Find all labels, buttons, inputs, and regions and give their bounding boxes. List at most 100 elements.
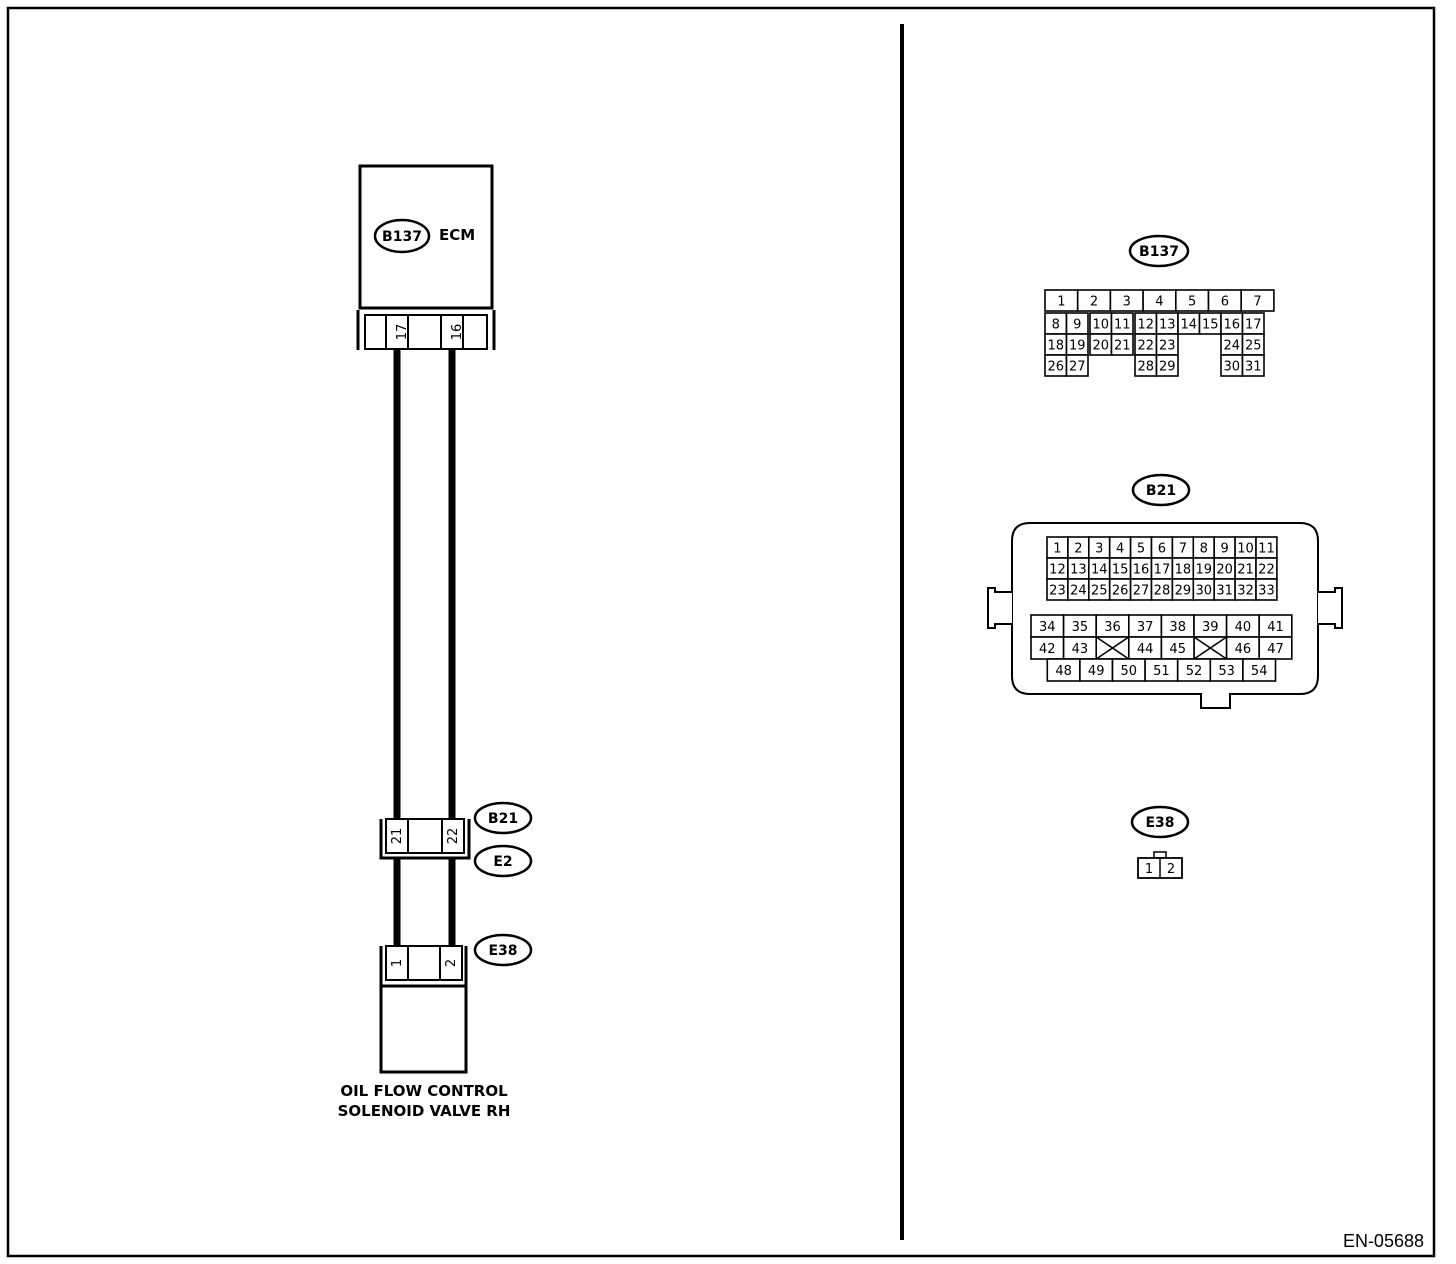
b137-code: B137 (1139, 244, 1179, 260)
b21-pin: 42 (1039, 642, 1056, 657)
b21-pin: 43 (1072, 642, 1089, 657)
b21-pin: 18 (1175, 563, 1192, 578)
b21-pin: 17 (1154, 563, 1171, 578)
b21-pin: 21 (1237, 563, 1254, 578)
pin-cell (1110, 333, 1134, 356)
b21-pin: 7 (1179, 542, 1187, 557)
b21-pin: 2 (1074, 542, 1082, 557)
b137-pin: 14 (1180, 318, 1197, 333)
b21-pin: 39 (1202, 620, 1219, 635)
b21-pin: 53 (1218, 664, 1235, 679)
solenoid-valve: 1 2 E38 OIL FLOW CONTROL SOLENOID VALVE … (338, 933, 533, 1120)
b21-pin: 38 (1169, 620, 1186, 635)
b137-pin: 15 (1202, 318, 1219, 333)
pin-cell (1240, 289, 1275, 312)
pin-cell (1241, 354, 1265, 377)
b21-pin: 26 (1112, 584, 1129, 599)
b137-pin: 19 (1069, 339, 1086, 354)
e38-connector-face: E38 1 2 (1130, 805, 1190, 879)
b21-pin: 19 (1195, 563, 1212, 578)
b21-pin: 34 (1039, 620, 1056, 635)
b21-pin: 9 (1221, 542, 1229, 557)
b137-pin: 18 (1047, 339, 1064, 354)
joint-pin-22: 22 (446, 828, 461, 845)
b21-pin: 24 (1070, 584, 1087, 599)
b21-pin: 47 (1267, 642, 1284, 657)
b21-pin: 31 (1216, 584, 1233, 599)
b21-pin: 25 (1091, 584, 1108, 599)
b21-pin: 28 (1154, 584, 1171, 599)
joint-code-bottom: E2 (493, 854, 512, 870)
b21-pin: 16 (1133, 563, 1150, 578)
b21-pin: 44 (1137, 642, 1154, 657)
b137-pin: 17 (1245, 318, 1262, 333)
joint-code-top: B21 (488, 811, 518, 827)
b21-pin: 37 (1137, 620, 1154, 635)
b21-pin: 46 (1235, 642, 1252, 657)
b137-pin: 31 (1245, 360, 1262, 375)
b21-pin: 27 (1133, 584, 1150, 599)
b21-pin: 5 (1137, 542, 1145, 557)
figure-id: EN-05688 (1343, 1231, 1424, 1251)
b137-pin: 3 (1123, 295, 1131, 310)
b137-pin: 2 (1090, 295, 1098, 310)
ecm-pin-16: 16 (450, 324, 465, 341)
b21-pin: 12 (1049, 563, 1066, 578)
b137-pin: 25 (1245, 339, 1262, 354)
ecm-block: B137 ECM 17 16 (356, 164, 496, 350)
b137-pin: 22 (1137, 339, 1154, 354)
ecm-connector-tag (373, 218, 431, 254)
b137-pin: 11 (1114, 318, 1131, 333)
valve-pin-1: 1 (390, 959, 405, 967)
pin-cell (1255, 578, 1278, 601)
pin-cell (1065, 354, 1089, 377)
b21-pin: 3 (1095, 542, 1103, 557)
joint-connector: 21 22 B21 E2 (379, 801, 533, 878)
b21-pin: 15 (1112, 563, 1129, 578)
b21-pin: 45 (1169, 642, 1186, 657)
b21-pin: 1 (1053, 542, 1061, 557)
b21-pin: 52 (1186, 664, 1203, 679)
b21-pin: 20 (1216, 563, 1233, 578)
b21-pin: 6 (1158, 542, 1166, 557)
b137-pin: 9 (1073, 318, 1081, 333)
b137-pin: 21 (1114, 339, 1131, 354)
b21-pin: 49 (1088, 664, 1105, 679)
pin-cell (1242, 658, 1277, 682)
b137-pin: 27 (1069, 360, 1086, 375)
b21-pin: 10 (1237, 542, 1254, 557)
b137-pin: 10 (1092, 318, 1109, 333)
b137-pin: 16 (1223, 318, 1240, 333)
b21-code: B21 (1146, 483, 1176, 499)
valve-connector-code: E38 (488, 943, 517, 959)
valve-label-line1: OIL FLOW CONTROL (340, 1082, 508, 1100)
b21-pin: 22 (1258, 563, 1275, 578)
b21-pin: 40 (1235, 620, 1252, 635)
ecm-connector-code: B137 (382, 229, 422, 245)
valve-pin-2: 2 (444, 959, 459, 967)
b137-pin: 26 (1047, 360, 1064, 375)
b21-pin: 51 (1153, 664, 1170, 679)
b21-pin: 14 (1091, 563, 1108, 578)
b21-pin: 54 (1251, 664, 1268, 679)
b21-pin: 30 (1195, 584, 1212, 599)
b137-pin: 12 (1137, 318, 1154, 333)
e38-pin-1: 1 (1145, 862, 1153, 877)
b21-pin: 11 (1258, 542, 1275, 557)
b137-pin: 20 (1092, 339, 1109, 354)
b137-pin: 1 (1057, 295, 1065, 310)
pin-cell (1155, 354, 1179, 377)
b137-pin: 13 (1159, 318, 1176, 333)
b137-pin: 6 (1221, 295, 1229, 310)
e38-pin-2: 2 (1167, 862, 1175, 877)
b137-pin: 4 (1155, 295, 1163, 310)
b21-pin: 36 (1104, 620, 1121, 635)
ecm-name: ECM (439, 226, 475, 244)
ecm-pin-17: 17 (395, 324, 410, 341)
joint-pin-21: 21 (390, 828, 405, 845)
e38-code: E38 (1145, 815, 1174, 831)
b21-pin: 13 (1070, 563, 1087, 578)
